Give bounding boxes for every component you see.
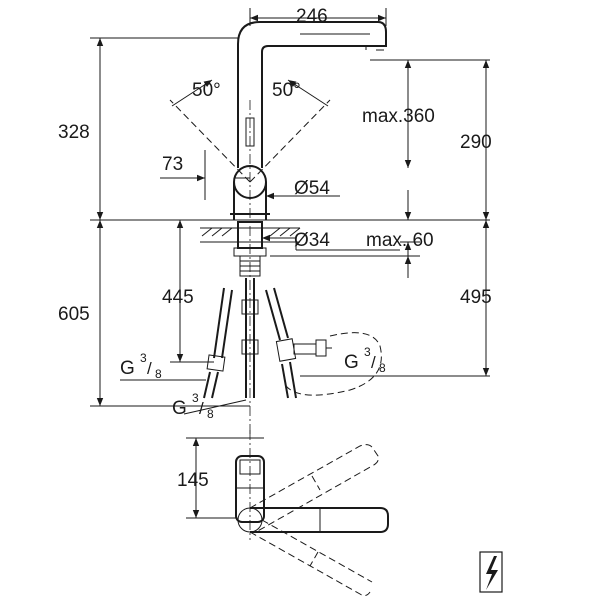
dim-hole-diameter: Ø34 [294,230,330,251]
connection-label-bottom: G 3 / 8 [172,391,214,421]
svg-text:8: 8 [155,367,162,381]
svg-text:/: / [371,353,376,372]
faucet-top-view [186,430,389,597]
dim-max-pull-out: max.360 [362,106,435,127]
svg-text:3: 3 [140,351,147,365]
svg-text:3: 3 [364,345,371,359]
dim-below-deck: 605 [58,304,90,325]
connection-label-right: G 3 / 8 [344,345,386,375]
dim-swivel-left: 50° [192,80,221,101]
svg-text:G: G [120,358,135,379]
dimension-labels: 246 328 50° 50° max.360 290 73 Ø54 Ø34 m… [58,6,492,491]
svg-text:3: 3 [192,391,199,405]
svg-text:G: G [344,352,359,373]
dimension-lines [90,8,490,415]
dim-body-offset: 73 [162,154,183,175]
countertop [90,219,490,277]
svg-text:/: / [199,399,204,418]
dim-max-deck: max. 60 [366,230,434,251]
connection-label-left: G 3 / 8 [120,351,162,381]
dim-top-view-depth: 145 [177,470,209,491]
electric-warning-icon [479,551,503,593]
dim-hose-length-left: 445 [162,287,194,308]
dim-spout-height: 290 [460,132,492,153]
svg-text:G: G [172,398,187,419]
svg-text:8: 8 [379,361,386,375]
supply-hoses [203,278,382,399]
dim-body-diameter: Ø54 [294,178,330,199]
dim-hose-length-right: 495 [460,287,492,308]
dim-total-height: 328 [58,122,90,143]
dim-spout-width: 246 [296,6,328,27]
swivel-angle-lines [169,79,331,183]
svg-text:8: 8 [207,407,214,421]
faucet-side-view [230,21,387,436]
dim-swivel-right: 50° [272,80,301,101]
svg-text:/: / [147,359,152,378]
